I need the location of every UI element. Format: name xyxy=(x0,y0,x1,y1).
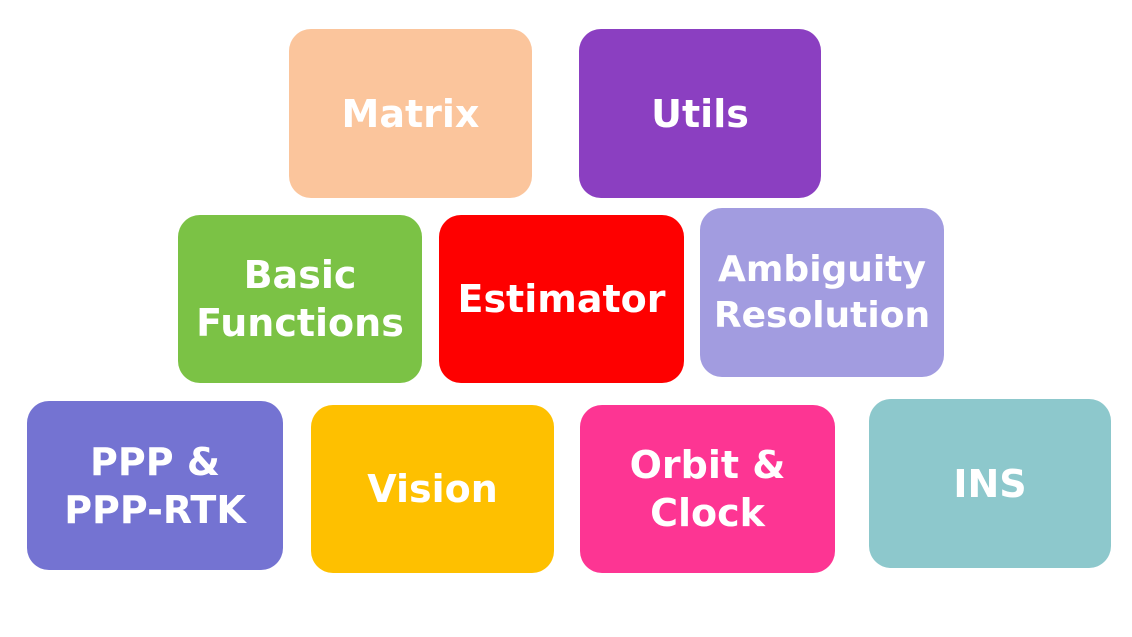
utils-block: Utils xyxy=(579,29,821,198)
estimator-label: Estimator xyxy=(457,275,665,323)
matrix-block: Matrix xyxy=(289,29,532,198)
basic-functions-block: Basic Functions xyxy=(178,215,422,383)
ambiguity-resolution-block: Ambiguity Resolution xyxy=(700,208,944,377)
ambiguity-resolution-label: Ambiguity Resolution xyxy=(714,247,930,339)
ppp-rtk-block: PPP & PPP-RTK xyxy=(27,401,283,570)
orbit-clock-label-line-1: Orbit & xyxy=(629,443,786,487)
utils-label: Utils xyxy=(651,90,749,138)
orbit-clock-label: Orbit & Clock xyxy=(630,441,786,537)
utils-label-line: Utils xyxy=(651,91,749,136)
orbit-clock-block: Orbit & Clock xyxy=(580,405,835,573)
matrix-label: Matrix xyxy=(342,90,480,138)
ppp-rtk-label: PPP & PPP-RTK xyxy=(64,438,246,534)
vision-block: Vision xyxy=(311,405,554,573)
matrix-label-line: Matrix xyxy=(341,91,480,136)
ins-label: INS xyxy=(953,460,1026,508)
estimator-block: Estimator xyxy=(439,215,684,383)
ppp-rtk-label-line-1: PPP & xyxy=(90,439,220,484)
vision-label-line: Vision xyxy=(367,467,498,511)
basic-functions-label-line-1: Basic xyxy=(243,253,357,297)
estimator-label-line: Estimator xyxy=(457,277,666,321)
ambiguity-resolution-label-line-1: Ambiguity xyxy=(718,248,926,290)
ppp-rtk-label-line-2: PPP-RTK xyxy=(64,487,246,532)
ins-label-line: INS xyxy=(953,461,1027,506)
basic-functions-label: Basic Functions xyxy=(196,251,404,347)
vision-label: Vision xyxy=(367,465,498,513)
ins-block: INS xyxy=(869,399,1111,568)
basic-functions-label-line-2: Functions xyxy=(196,301,404,345)
ambiguity-resolution-label-line-2: Resolution xyxy=(713,294,931,336)
orbit-clock-label-line-2: Clock xyxy=(650,491,765,535)
